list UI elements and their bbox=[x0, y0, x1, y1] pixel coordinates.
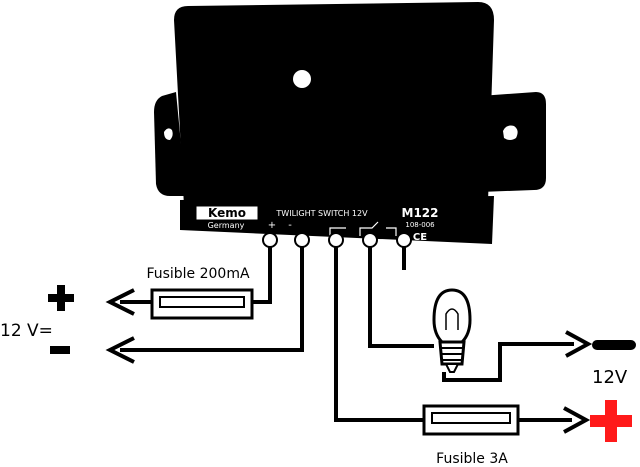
arrow-left-positive bbox=[105, 288, 135, 316]
brand-badge bbox=[195, 205, 259, 221]
fuse-200ma-label: Fusible 200mA bbox=[146, 266, 250, 282]
lamp-tip bbox=[444, 363, 460, 373]
terminal-3 bbox=[328, 232, 344, 248]
lamp-icon bbox=[432, 288, 472, 373]
supply-label-left: 12 V= bbox=[0, 321, 53, 341]
plus-sign-right bbox=[590, 400, 632, 442]
fuse-3a bbox=[422, 404, 520, 436]
fuse-3a-label: Fusible 3A bbox=[436, 451, 508, 467]
lamp-filament bbox=[445, 308, 459, 330]
brand-logo: Kemo bbox=[208, 206, 246, 220]
terminal-minus-symbol: - bbox=[288, 220, 292, 231]
arrow-right-output bbox=[563, 406, 591, 434]
mounting-slot-left bbox=[164, 128, 173, 140]
mounting-tab-left bbox=[154, 92, 186, 196]
terminal-5 bbox=[396, 232, 412, 248]
module-body-top bbox=[174, 2, 494, 206]
mounting-tab-right bbox=[480, 92, 546, 192]
arrow-right-negative bbox=[565, 330, 593, 358]
wire-negative-supply bbox=[120, 246, 304, 352]
module-description: TWILIGHT SWITCH 12V bbox=[275, 209, 368, 218]
minus-sign-left bbox=[50, 346, 70, 354]
wire-lamp bbox=[368, 246, 434, 348]
ce-mark: CE bbox=[413, 232, 427, 243]
mounting-hole bbox=[293, 70, 311, 88]
minus-sign-right bbox=[592, 340, 636, 350]
arrow-left-negative bbox=[105, 336, 135, 364]
lamp-base-threads bbox=[441, 347, 463, 361]
terminal-2 bbox=[294, 232, 310, 248]
terminal-plus-symbol: + bbox=[268, 220, 276, 231]
plus-sign-left bbox=[48, 285, 74, 311]
module-enclosure: Kemo Germany TWILIGHT SWITCH 12V M122 10… bbox=[154, 2, 546, 248]
lamp-glass bbox=[432, 288, 472, 344]
model-number: M122 bbox=[402, 206, 439, 220]
supply-label-right: 12V bbox=[592, 367, 628, 388]
wire-lamp-return bbox=[442, 342, 574, 382]
terminal-4 bbox=[362, 232, 378, 248]
fuse-200ma bbox=[150, 288, 254, 320]
arrow-heads bbox=[105, 288, 593, 434]
relay-symbol bbox=[329, 221, 397, 236]
terminal-1 bbox=[262, 232, 278, 248]
mounting-slot-right bbox=[503, 125, 518, 140]
part-code: 108-006 bbox=[405, 221, 435, 229]
origin-text: Germany bbox=[208, 221, 245, 230]
